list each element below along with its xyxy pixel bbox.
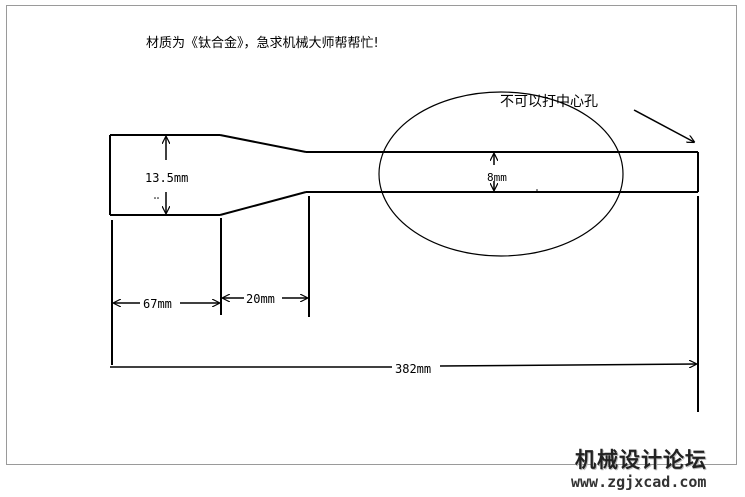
dimension-lines (110, 109, 696, 367)
title-note: 材质为《钛合金》，急求机械大师帮帮忙! (146, 35, 379, 51)
dim-diameter-large: 13.5mm (145, 171, 188, 185)
highlight-ellipse (378, 91, 624, 257)
dim-diameter-small: 8mm (487, 171, 507, 184)
dim-length-large: 67mm (143, 297, 172, 311)
watermark-url[interactable]: www.zgjxcad.com (571, 473, 707, 491)
watermark-name: 机械设计论坛 (575, 448, 707, 472)
callout-label: 不可以打中心孔 (500, 93, 598, 110)
extension-lines (111, 196, 699, 412)
shaft-outline (109, 134, 699, 216)
dim-length-total: 382mm (395, 362, 431, 376)
drawing-canvas (6, 5, 737, 465)
dim-length-taper: 20mm (246, 292, 275, 306)
